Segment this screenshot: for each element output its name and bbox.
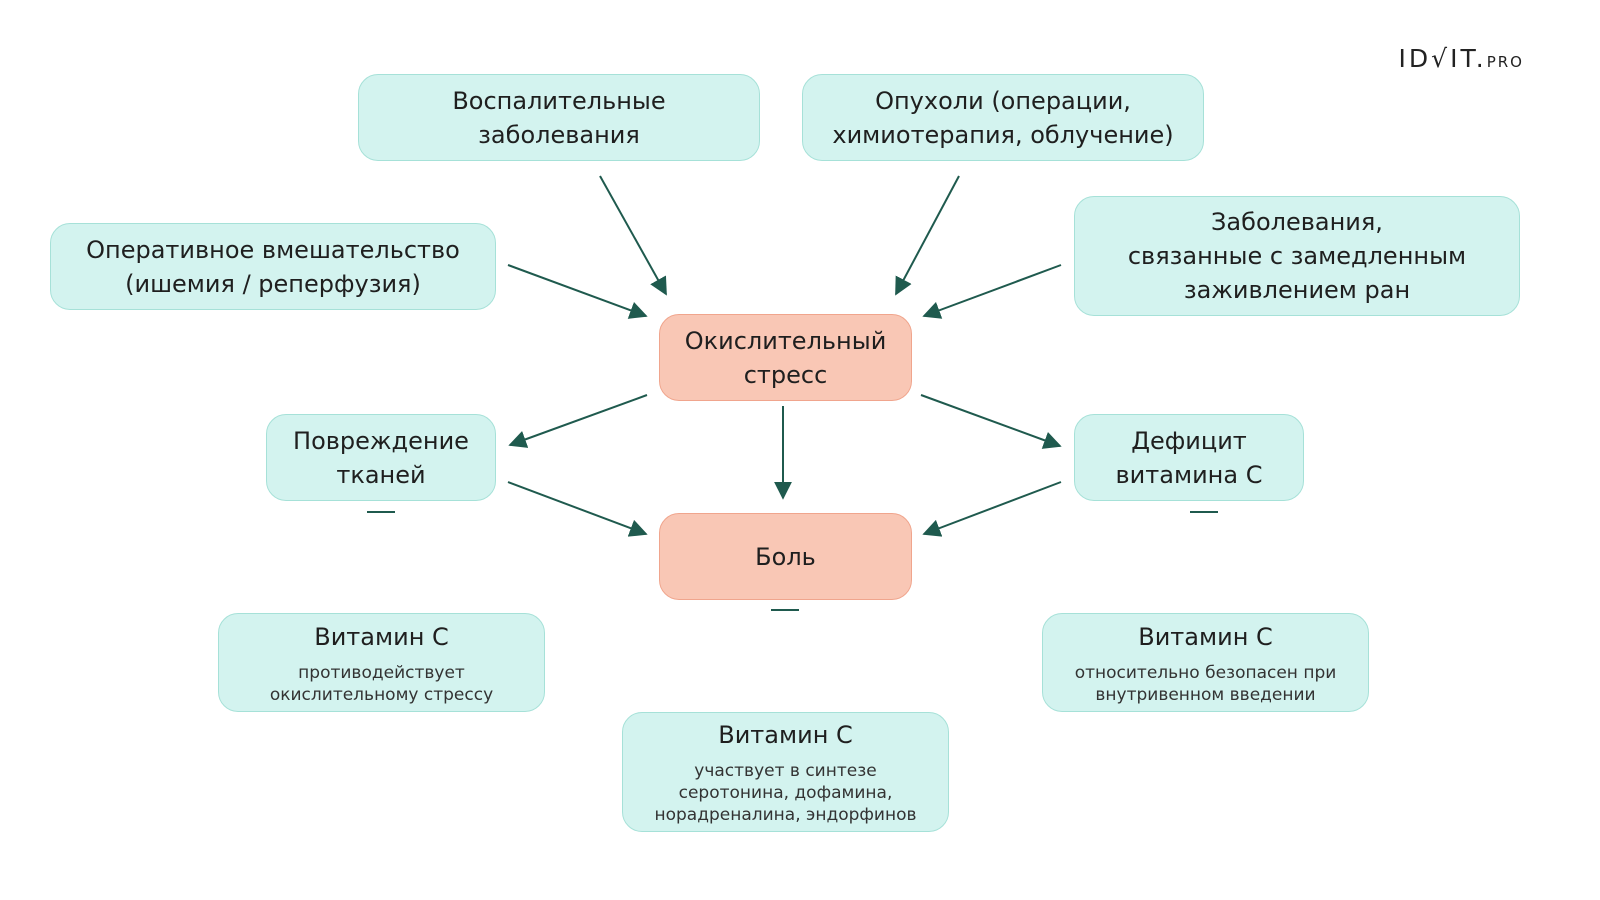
node-vitamin-c-safety: Витамин С относительно безопасен при вну…	[1042, 613, 1369, 712]
node-label: Дефицит витамина С	[1115, 426, 1263, 489]
arrow-tissue-to-pain	[507, 481, 648, 537]
arrow-tumors-to-stress	[895, 175, 960, 296]
node-sublabel: относительно безопасен при внутривенном …	[1074, 662, 1337, 705]
node-label: Окислительный стресс	[684, 326, 887, 389]
arrow-deficiency-to-pain	[922, 481, 1062, 537]
node-vitamin-c-neurotransmitters: Витамин С участвует в синтезе серотонина…	[622, 712, 949, 832]
node-sublabel: участвует в синтезе серотонина, дофамина…	[654, 761, 917, 825]
node-tumors: Опухоли (операции, химиотерапия, облучен…	[802, 74, 1204, 161]
arrow-stress-to-tissue	[508, 394, 648, 448]
node-label: Повреждение тканей	[293, 426, 469, 489]
arrow-surgery-to-stress	[507, 264, 648, 319]
node-label: Оперативное вмешательство (ишемия / репе…	[86, 235, 460, 298]
arrow-wound-to-stress	[922, 264, 1062, 319]
inhibit-vitc-right-deficiency	[1190, 511, 1218, 600]
node-inflammatory-diseases: Воспалительные заболевания	[358, 74, 760, 161]
node-label: Витамин С	[314, 622, 449, 651]
node-vitamin-c-deficiency: Дефицит витамина С	[1074, 414, 1304, 501]
node-tissue-damage: Повреждение тканей	[266, 414, 496, 501]
node-label: Витамин С	[1138, 622, 1273, 651]
inhibit-vitc-left-tissue	[367, 511, 395, 600]
arrow-stress-to-deficiency	[920, 394, 1062, 449]
logo-tld: PRO	[1486, 53, 1524, 71]
node-label: Опухоли (операции, химиотерапия, облучен…	[832, 86, 1174, 149]
node-surgery: Оперативное вмешательство (ишемия / репе…	[50, 223, 496, 310]
node-label: Заболевания, связанные с замедленным заж…	[1127, 208, 1467, 304]
node-sublabel: противодействует окислительному стрессу	[269, 662, 494, 705]
node-label: Боль	[755, 542, 816, 571]
node-label: Витамин С	[718, 721, 853, 749]
node-wound-healing-diseases: Заболевания, связанные с замедленным заж…	[1074, 196, 1520, 316]
node-label: Воспалительные заболевания	[452, 86, 666, 149]
inhibit-vitc-center-pain	[771, 609, 799, 698]
arrow-inflammatory-to-stress	[599, 175, 667, 296]
node-oxidative-stress: Окислительный стресс	[659, 314, 912, 401]
node-vitamin-c-antioxidant: Витамин С противодействует окислительном…	[218, 613, 545, 712]
brand-logo: ID√IT.PRO	[1399, 44, 1524, 73]
node-pain: Боль	[659, 513, 912, 600]
logo-wordmark: ID√IT.	[1398, 44, 1487, 73]
